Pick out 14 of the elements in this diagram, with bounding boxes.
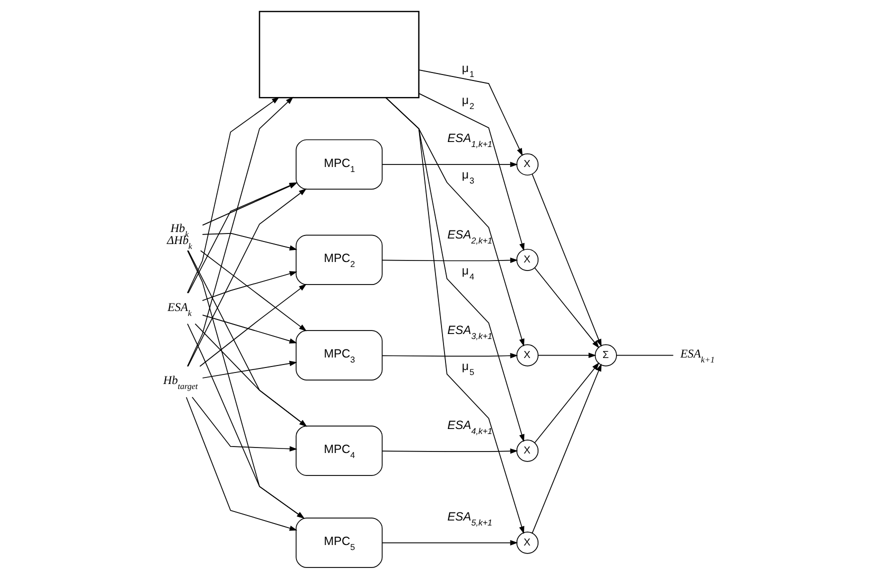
node-text: ESA$_{k}$ (167, 300, 192, 318)
edge-label: ESA$_{4,k+1}$ (447, 418, 492, 436)
node-text: ESA$_{k+1}$ (680, 346, 715, 365)
edge-label: μ$_{1}$ (462, 60, 474, 79)
edge-label: μ$_{5}$ (462, 358, 474, 377)
edge-label: μ$_{2}$ (462, 93, 474, 112)
edge-label: μ$_{4}$ (462, 264, 474, 282)
edge-label: ESA$_{2,k+1}$ (447, 227, 492, 246)
edge-label: μ$_{3}$ (462, 167, 474, 186)
node-text: Hb$_{target}$ (163, 373, 198, 392)
edge-label: ESA$_{3,k+1}$ (447, 322, 492, 341)
node-text: Hb$_{k}$ ΔHb$_{k}$ (167, 220, 192, 251)
edge-label: ESA$_{5,k+1}$ (447, 509, 492, 528)
edge-label: ESA$_{1,k+1}$ (447, 131, 492, 150)
